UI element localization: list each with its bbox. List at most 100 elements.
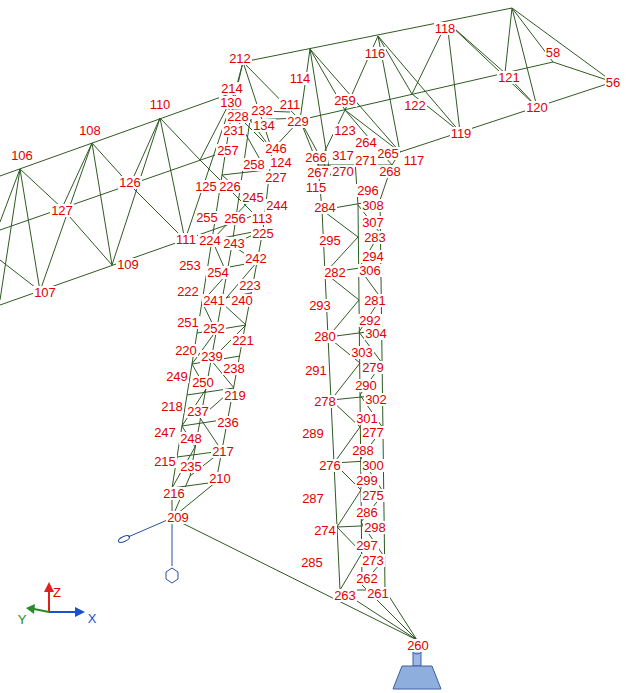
- node-number: 304: [364, 327, 388, 340]
- node-number: 237: [186, 405, 210, 418]
- node-number: 212: [228, 52, 252, 65]
- node-number: 270: [331, 165, 355, 178]
- node-number: 291: [304, 364, 328, 377]
- node-number: 307: [361, 216, 385, 229]
- support-base: [393, 666, 441, 689]
- node-number: 119: [450, 127, 473, 140]
- node-number: 261: [366, 587, 390, 600]
- y-axis: [34, 609, 49, 612]
- node-number: 294: [361, 250, 385, 263]
- node-number: 280: [313, 330, 337, 343]
- y-arrowhead: [26, 604, 35, 614]
- node-number: 114: [289, 72, 312, 85]
- node-number: 130: [219, 96, 243, 109]
- node-number: 287: [301, 492, 325, 505]
- node-number: 266: [304, 151, 328, 164]
- node-number: 238: [222, 362, 246, 375]
- node-number: 256: [223, 212, 247, 225]
- node-number: 214: [220, 82, 244, 95]
- node-number: 122: [403, 99, 427, 112]
- z-axis: [48, 590, 50, 612]
- node-number: 235: [179, 460, 203, 473]
- node-number: 125: [194, 180, 218, 193]
- axis-label: Z: [52, 586, 62, 599]
- node-number: 293: [308, 299, 332, 312]
- node-number: 251: [176, 316, 200, 329]
- axis-label: X: [87, 612, 98, 625]
- node-number: 224: [198, 234, 222, 247]
- node-number: 275: [361, 489, 385, 502]
- x-arrowhead: [75, 607, 85, 617]
- node-number: 210: [208, 472, 232, 485]
- node-number: 252: [202, 322, 226, 335]
- right-jib: [243, 8, 613, 175]
- node-number: 289: [301, 427, 325, 440]
- node-number: 220: [174, 344, 198, 357]
- global-triad: [26, 582, 85, 617]
- node-number: 260: [406, 639, 430, 652]
- node-number: 127: [50, 204, 74, 217]
- node-number: 303: [350, 346, 374, 359]
- node-number: 292: [358, 314, 382, 327]
- node-number: 249: [165, 370, 189, 383]
- node-number: 297: [355, 539, 379, 552]
- node-number: 58: [545, 46, 561, 59]
- node-number: 267: [306, 166, 330, 179]
- node-number: 211: [279, 98, 302, 111]
- axis-hexagon: [166, 568, 178, 583]
- node-number: 296: [356, 184, 380, 197]
- node-number: 254: [206, 266, 230, 279]
- node-number: 301: [355, 412, 379, 425]
- node-number: 302: [364, 393, 388, 406]
- node-number: 219: [223, 389, 247, 402]
- node-number: 121: [497, 71, 521, 84]
- node-number: 250: [191, 376, 215, 389]
- x-axis: [49, 611, 76, 613]
- node-number: 273: [361, 554, 385, 567]
- node-number: 216: [162, 487, 186, 500]
- node-number: 232: [250, 104, 274, 117]
- node-number: 227: [264, 171, 288, 184]
- node-number: 268: [378, 165, 402, 178]
- node-number: 113: [251, 212, 274, 225]
- node-number: 243: [222, 237, 246, 250]
- node-number: 209: [166, 511, 190, 524]
- node-number: 110: [149, 98, 172, 111]
- node-number: 239: [200, 350, 224, 363]
- node-number: 298: [363, 521, 387, 534]
- axis-ellipse: [118, 534, 131, 544]
- node-number: 226: [218, 180, 242, 193]
- node-number: 109: [116, 258, 140, 271]
- axis-line: [128, 518, 172, 566]
- node-number: 106: [10, 149, 34, 162]
- node-number: 306: [358, 264, 382, 277]
- node-number: 274: [313, 524, 337, 537]
- axis-label: Y: [17, 613, 28, 626]
- node-number: 229: [286, 115, 310, 128]
- node-number: 222: [176, 285, 200, 298]
- node-number: 317: [331, 149, 355, 162]
- node-number: 288: [351, 444, 375, 457]
- node-number: 281: [363, 294, 387, 307]
- node-number: 223: [238, 279, 262, 292]
- node-number: 299: [355, 474, 379, 487]
- node-number: 247: [153, 426, 177, 439]
- node-number: 108: [78, 124, 102, 137]
- node-number: 248: [179, 432, 203, 445]
- node-number: 228: [226, 110, 250, 123]
- node-number: 56: [605, 76, 621, 89]
- node-number: 284: [313, 201, 337, 214]
- node-number: 253: [178, 259, 202, 272]
- node-number: 308: [361, 199, 385, 212]
- truss-group: [0, 8, 613, 640]
- node-number: 277: [361, 426, 385, 439]
- node-number: 264: [354, 136, 378, 149]
- left-tower: [172, 62, 300, 518]
- node-number: 240: [230, 294, 254, 307]
- node-number: 278: [313, 395, 337, 408]
- right-tower: [172, 110, 417, 640]
- node-number: 115: [305, 181, 328, 194]
- node-number: 215: [153, 455, 177, 468]
